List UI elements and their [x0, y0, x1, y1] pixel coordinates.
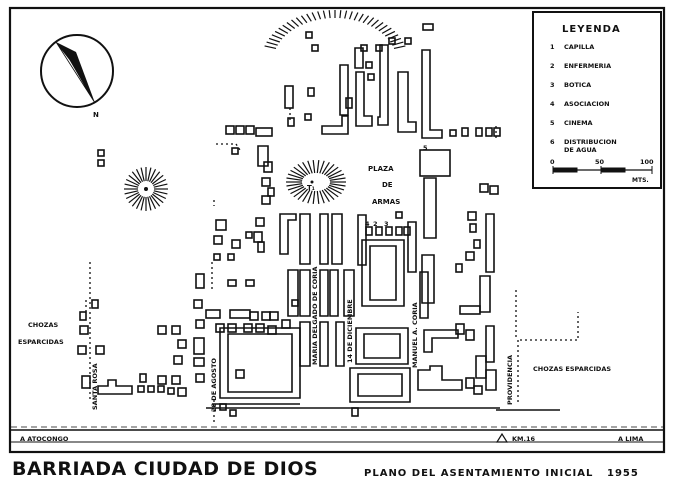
map-subtitle: PLANO DEL ASENTAMIENTO INICIAL	[364, 468, 594, 479]
hill-icon	[286, 160, 346, 204]
mound-icon	[124, 167, 168, 211]
building-blocks	[77, 23, 501, 417]
block-number-2: 2	[373, 220, 378, 228]
legend-item-enfermeria: ENFERMERIA	[564, 62, 611, 70]
block-number-3: 3	[384, 220, 389, 228]
svg-text:4: 4	[550, 100, 555, 108]
plaza-label-2: DE	[382, 181, 393, 189]
highway	[11, 426, 663, 443]
settlement-map: A ATOCONGO KM.16 A LIMA LEYENDA 1 CAPILL…	[8, 6, 666, 454]
map-frame	[8, 6, 666, 454]
svg-text:2: 2	[550, 62, 555, 70]
north-label: N	[93, 111, 99, 119]
north-arrow-icon	[40, 34, 114, 108]
svg-text:1: 1	[550, 43, 555, 51]
street-providencia: PROVIDENCIA	[506, 355, 514, 405]
plaza-label-1: PLAZA	[368, 165, 394, 173]
street-maria-delgado: MARIA DELGADO DE CORIA	[311, 266, 319, 365]
road-right-label: A LIMA	[618, 435, 643, 443]
km-marker-icon	[495, 432, 509, 443]
legend-item-cinema: CINEMA	[564, 119, 593, 127]
street-14-diciembre: 14 DE DICIEMBRE	[346, 299, 354, 363]
chozas-left-1: CHOZAS	[28, 321, 58, 329]
svg-text:6: 6	[550, 138, 555, 146]
svg-text:3: 3	[550, 81, 555, 89]
landmark-label: T₁	[307, 184, 315, 192]
street-santa-rosa: SANTA ROSA	[91, 363, 99, 410]
hill-arc-icon	[264, 10, 406, 49]
chozas-left-2: ESPARCIDAS	[18, 338, 64, 346]
street-manuel-coria: MANUEL A. CORIA	[411, 302, 419, 368]
scale-50: 50	[595, 158, 605, 166]
road-left-label: A ATOCONGO	[20, 435, 69, 443]
legend-item-capilla: CAPILLA	[564, 43, 594, 51]
scale-bar	[552, 166, 653, 174]
scale-100: 100	[640, 158, 654, 166]
svg-text:5: 5	[550, 119, 555, 127]
map-year: 1955	[607, 468, 639, 479]
legend-item-botica: BOTICA	[564, 81, 591, 89]
plaza-label-3: ARMAS	[372, 198, 400, 206]
block-number-5: 5	[423, 144, 428, 152]
street-lines	[206, 403, 560, 411]
km-label: KM.16	[512, 435, 535, 443]
chapel-marker-icon	[310, 180, 314, 184]
scale-0: 0	[550, 158, 555, 166]
dashed-boundaries	[85, 108, 579, 425]
scale-unit: MTS.	[632, 177, 649, 184]
legend-box: LEYENDA 1 CAPILLA 2 ENFERMERIA 3 BOTICA …	[532, 11, 662, 189]
block-number-4: 4	[365, 220, 370, 228]
street-28-agosto: 28 DE AGOSTO	[210, 358, 218, 412]
legend-item-distribucion: DISTRIBUCION	[564, 138, 617, 146]
legend-title: LEYENDA	[562, 24, 621, 35]
map-title: BARRIADA CIUDAD DE DIOS	[12, 458, 319, 480]
chozas-right: CHOZAS ESPARCIDAS	[533, 365, 611, 373]
legend-item-asociacion: ASOCIACION	[564, 100, 610, 108]
svg-text:DE AGUA: DE AGUA	[564, 146, 597, 154]
